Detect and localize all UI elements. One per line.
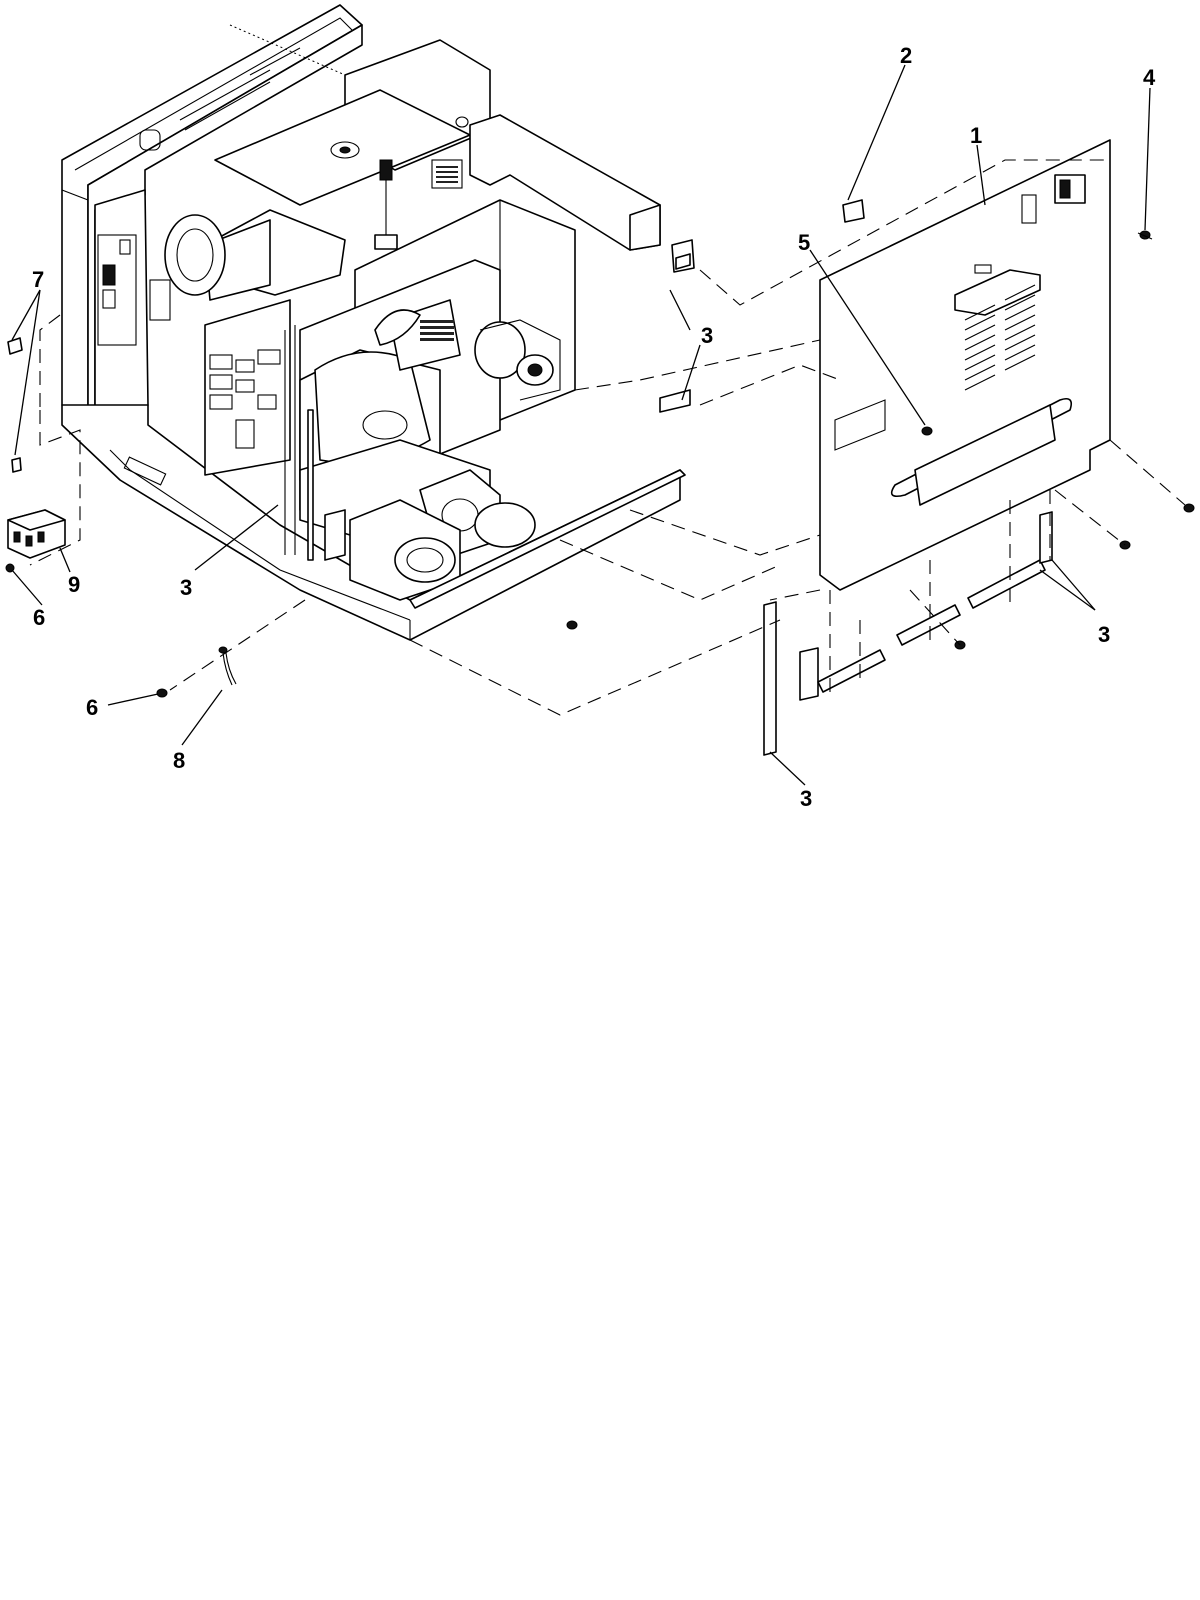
gasket-strip-b [817,649,886,693]
callout-7: 7 [32,267,44,292]
callout-5: 5 [798,230,810,255]
assembly-guide-lines [29,24,1186,716]
callout-3-left: 3 [180,575,192,600]
screw-loose-1 [1183,503,1195,513]
screw-part-6b [156,688,168,698]
callout-3-bottom: 3 [800,786,812,811]
callout-6-left: 6 [33,605,45,630]
callout-3-right: 3 [1098,622,1110,647]
callout-4: 4 [1143,65,1156,90]
small-parts [5,199,1195,756]
screw-part-5 [921,426,933,436]
gasket-strip-c [896,604,961,646]
callout-labels: 1 2 3 3 3 3 4 5 6 6 7 8 9 [32,43,1156,811]
clip-part-7b [11,457,22,473]
rear-panel-vents [954,269,1041,391]
callout-1: 1 [970,123,982,148]
callout-2: 2 [900,43,912,68]
clip-part-7a [7,337,23,355]
callout-8: 8 [173,748,185,773]
terminal-block-part-9 [7,509,66,559]
gasket-strip-small [659,389,691,413]
screw-part-4 [1137,230,1153,240]
screw-loose-4 [566,620,578,630]
callout-9: 9 [68,572,80,597]
gasket-strip-a [799,647,819,701]
ground-wire-part-8 [218,646,237,686]
oven-cabinet-assembly [61,4,686,641]
callout-3-top: 3 [701,323,713,348]
gasket-strip-d [967,559,1046,609]
rear-panel-part-1 [819,139,1111,591]
gasket-strip-vertical [763,601,777,756]
leader-lines [11,64,1151,786]
clip-part-2 [842,199,865,223]
callout-6-bottom: 6 [86,695,98,720]
